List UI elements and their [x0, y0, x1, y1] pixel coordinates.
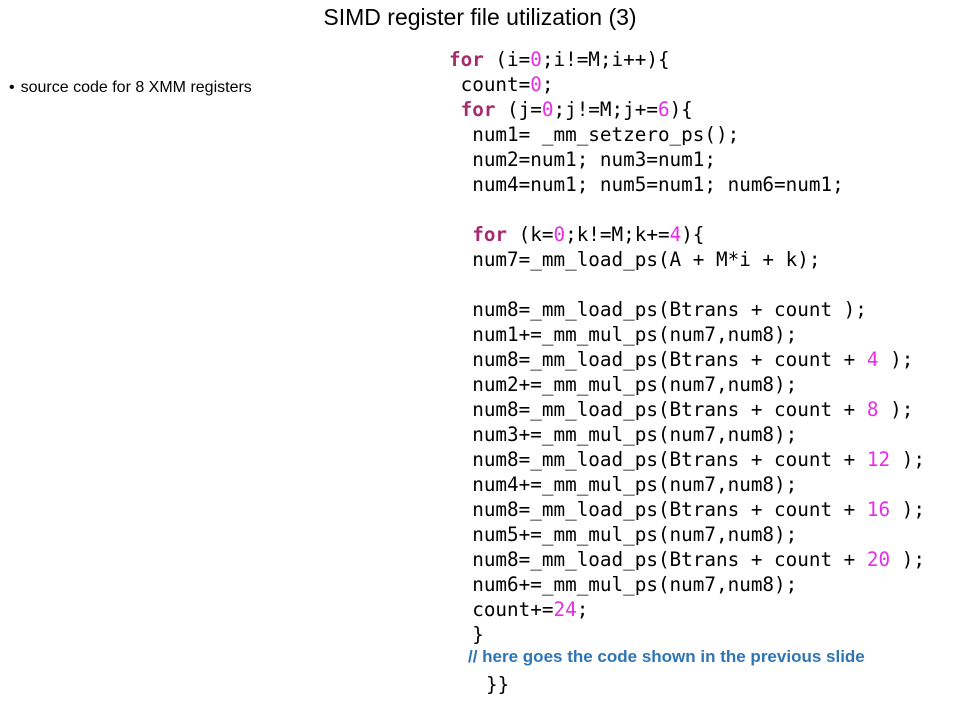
code-text: );: [890, 548, 925, 571]
code-text: ;j!=M;j+=: [553, 98, 658, 121]
code-text: ;k!=M;k+=: [565, 223, 670, 246]
code-text: num8=_mm_load_ps(Btrans + count +: [449, 448, 867, 471]
code-closing-braces: }}: [486, 673, 510, 696]
code-line: for (j=0;j!=M;j+=6){: [449, 97, 960, 122]
code-number: 20: [866, 548, 891, 571]
code-number: 12: [866, 448, 891, 471]
code-line: num1= _mm_setzero_ps();: [449, 122, 960, 147]
code-number: 0: [553, 223, 566, 246]
code-text: count+=: [449, 598, 554, 621]
code-line: num1+=_mm_mul_ps(num7,num8);: [449, 322, 960, 347]
code-text: ;i!=M;i++){: [541, 48, 670, 71]
code-line: for (k=0;k!=M;k+=4){: [449, 222, 960, 247]
code-text: num4+=_mm_mul_ps(num7,num8);: [449, 473, 798, 496]
code-number: 0: [541, 98, 554, 121]
code-line: num2=num1; num3=num1;: [449, 147, 960, 172]
code-number: 0: [530, 73, 542, 96]
code-text: [449, 98, 461, 121]
code-line: num2+=_mm_mul_ps(num7,num8);: [449, 372, 960, 397]
bullet-text: source code for 8 XMM registers: [20, 79, 252, 96]
code-line: num4+=_mm_mul_ps(num7,num8);: [449, 472, 960, 497]
code-line: num3+=_mm_mul_ps(num7,num8);: [449, 422, 960, 447]
code-text: num5+=_mm_mul_ps(num7,num8);: [449, 523, 798, 546]
code-text: num2+=_mm_mul_ps(num7,num8);: [449, 373, 798, 396]
code-text: num2=num1; num3=num1;: [449, 148, 716, 171]
code-line: num5+=_mm_mul_ps(num7,num8);: [449, 522, 960, 547]
code-keyword: for: [460, 98, 496, 121]
code-text: num8=_mm_load_ps(Btrans + count );: [449, 298, 867, 321]
code-line: num6+=_mm_mul_ps(num7,num8);: [449, 572, 960, 597]
code-text: ){: [669, 98, 693, 121]
code-number: 6: [657, 98, 670, 121]
code-text: [449, 223, 472, 246]
code-text: );: [878, 398, 914, 421]
code-keyword: for: [449, 48, 484, 71]
code-text: (k=: [507, 223, 554, 246]
code-line: num8=_mm_load_ps(Btrans + count + 4 );: [449, 347, 960, 372]
code-text: num8=_mm_load_ps(Btrans + count +: [449, 348, 867, 371]
code-number: 4: [866, 348, 879, 371]
code-text: num1+=_mm_mul_ps(num7,num8);: [449, 323, 798, 346]
code-text: ;: [576, 598, 589, 621]
code-line: }: [449, 622, 960, 647]
code-text: num3+=_mm_mul_ps(num7,num8);: [449, 423, 798, 446]
code-text: num4=num1; num5=num1; num6=num1;: [449, 173, 844, 196]
code-line: count+=24;: [449, 597, 960, 622]
code-line: count=0;: [449, 72, 960, 97]
code-text: num8=_mm_load_ps(Btrans + count +: [449, 398, 867, 421]
code-text: }: [449, 623, 484, 646]
code-text: num8=_mm_load_ps(Btrans + count +: [449, 498, 867, 521]
code-line: num8=_mm_load_ps(Btrans + count + 8 );: [449, 397, 960, 422]
code-line: num8=_mm_load_ps(Btrans + count + 20 );: [449, 547, 960, 572]
code-text: num7=_mm_load_ps(A + M*i + k);: [449, 248, 821, 271]
code-number: 8: [866, 398, 879, 421]
code-text: (i=: [483, 48, 531, 71]
code-comment: // here goes the code shown in the previ…: [468, 647, 865, 666]
code-text: ;: [541, 73, 554, 96]
code-line: num7=_mm_load_ps(A + M*i + k);: [449, 247, 960, 272]
code-text: (j=: [495, 98, 542, 121]
code-number: 24: [553, 598, 577, 621]
code-text: );: [890, 498, 925, 521]
code-line: for (i=0;i!=M;i++){: [449, 47, 960, 72]
code-line: num4=num1; num5=num1; num6=num1;: [449, 172, 960, 197]
code-keyword: for: [472, 223, 508, 246]
bullet-marker: •: [9, 79, 15, 96]
slide-title: SIMD register file utilization (3): [323, 4, 637, 30]
code-line: num8=_mm_load_ps(Btrans + count );: [449, 297, 960, 322]
code-text: num8=_mm_load_ps(Btrans + count +: [449, 548, 867, 571]
code-text: num1= _mm_setzero_ps();: [449, 123, 740, 146]
code-line: [449, 197, 960, 222]
code-text: ){: [681, 223, 705, 246]
code-number: 16: [866, 498, 891, 521]
code-text: );: [878, 348, 914, 371]
code-text: count=: [449, 73, 531, 96]
bullet-item: • source code for 8 XMM registers: [9, 78, 252, 98]
code-line: num8=_mm_load_ps(Btrans + count + 16 );: [449, 497, 960, 522]
code-text: num6+=_mm_mul_ps(num7,num8);: [449, 573, 798, 596]
code-line: num8=_mm_load_ps(Btrans + count + 12 );: [449, 447, 960, 472]
code-line: [449, 272, 960, 297]
code-text: );: [890, 448, 925, 471]
code-block: for (i=0;i!=M;i++){ count=0; for (j=0;j!…: [449, 47, 960, 647]
code-number: 4: [669, 223, 682, 246]
code-number: 0: [530, 48, 542, 71]
